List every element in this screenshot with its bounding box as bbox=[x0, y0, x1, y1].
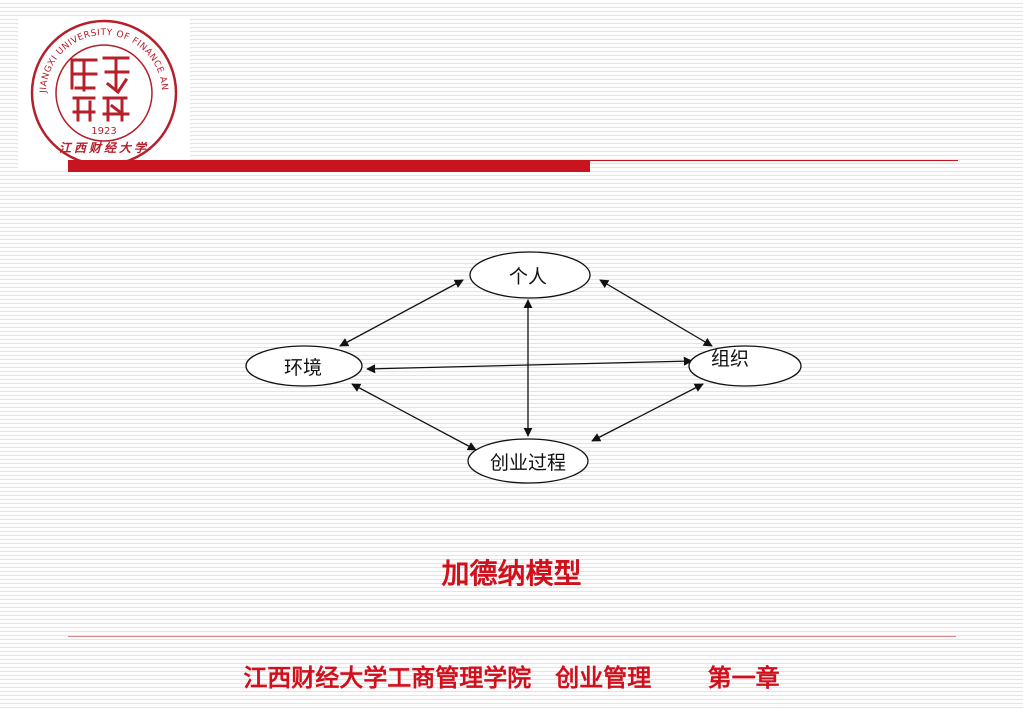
arrow-environment-organization bbox=[366, 356, 693, 374]
university-seal-icon: JIANGXI UNIVERSITY OF FINANCE AND ECONOM… bbox=[18, 18, 178, 167]
arrow-organization-process bbox=[591, 383, 704, 442]
node-process: 创业过程 bbox=[467, 438, 589, 484]
node-environment-label: 环境 bbox=[284, 357, 322, 379]
node-environment: 环境 bbox=[245, 345, 363, 387]
arrow-individual-environment bbox=[339, 279, 464, 347]
diagram-connectors bbox=[339, 279, 713, 451]
arrow-individual-organization bbox=[599, 279, 713, 347]
footer-rule bbox=[68, 636, 956, 637]
logo-seal-mark bbox=[70, 56, 130, 122]
header-rule-thick bbox=[68, 160, 590, 172]
header-rule-thin bbox=[590, 160, 958, 161]
node-process-label: 创业过程 bbox=[490, 452, 566, 474]
footer-text: 江西财经大学工商管理学院 创业管理 第一章 bbox=[243, 663, 780, 692]
university-logo: JIANGXI UNIVERSITY OF FINANCE AND ECONOM… bbox=[18, 18, 190, 168]
node-individual: 个人 bbox=[469, 251, 591, 299]
logo-year: 1923 bbox=[91, 126, 116, 137]
logo-bottom-text: 江西财经大学 bbox=[59, 141, 149, 155]
node-organization: 组织 bbox=[688, 345, 802, 387]
node-individual-label: 个人 bbox=[509, 266, 547, 288]
arrow-environment-process bbox=[351, 383, 477, 451]
diagram-caption: 加德纳模型 bbox=[441, 557, 582, 590]
node-organization-label: 组织 bbox=[711, 348, 749, 370]
